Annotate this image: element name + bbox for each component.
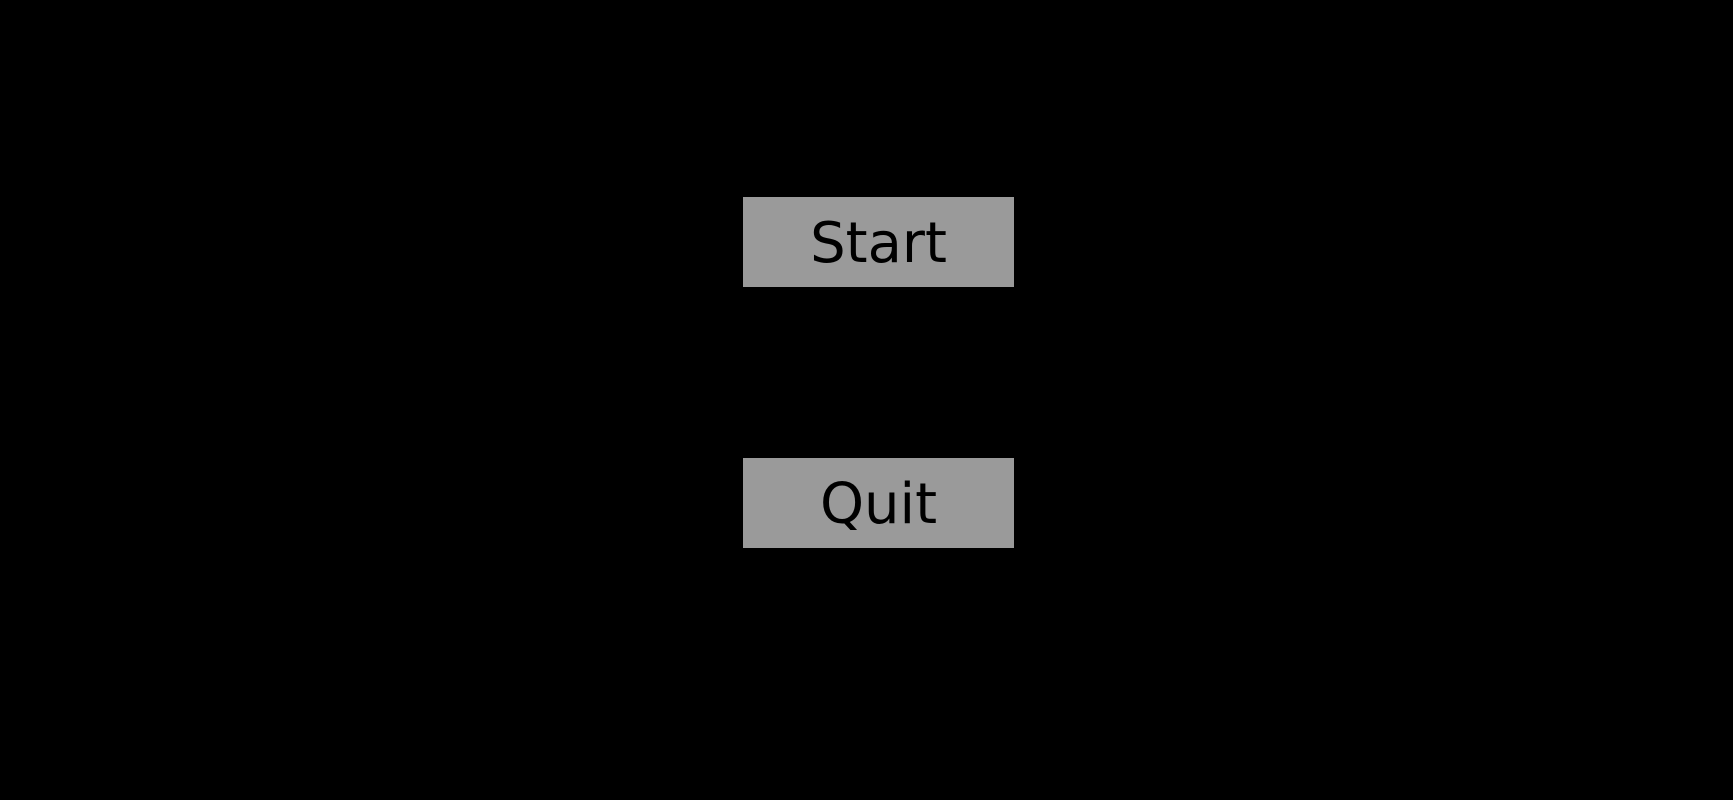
start-button-label: Start: [810, 211, 947, 276]
start-button[interactable]: Start: [743, 197, 1014, 287]
quit-button-label: Quit: [819, 472, 938, 537]
quit-button[interactable]: Quit: [743, 458, 1014, 548]
